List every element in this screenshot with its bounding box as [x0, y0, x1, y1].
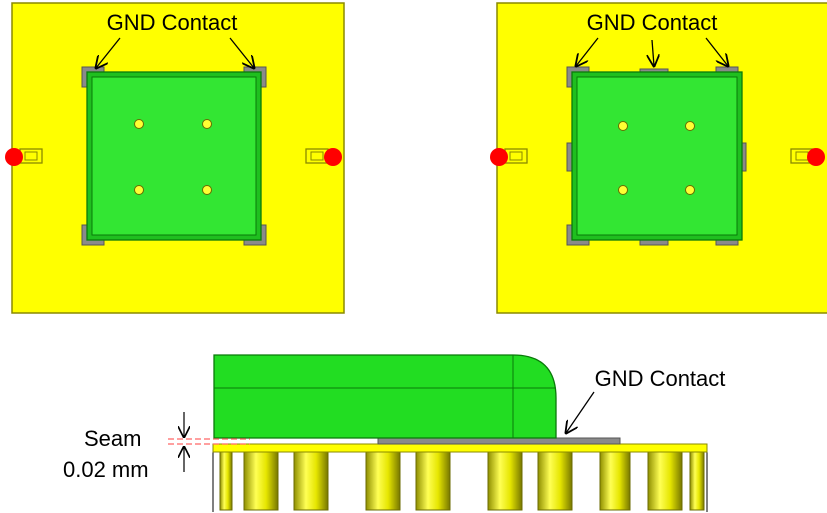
port-right	[790, 148, 825, 166]
gnd-contact-label: GND Contact	[107, 10, 238, 35]
via-pillar	[599, 451, 631, 511]
callout-arrow	[705, 37, 728, 66]
via	[618, 121, 628, 131]
port-marker	[324, 148, 342, 166]
side-view: Seam 0.02 mm GND Contact	[63, 354, 726, 512]
callout-arrow	[566, 391, 595, 433]
via-pillar	[293, 451, 329, 511]
port-right	[305, 148, 342, 166]
via-pillar	[647, 451, 683, 511]
via	[618, 185, 628, 195]
callout-arrow	[576, 37, 599, 66]
vias	[134, 119, 212, 195]
vias	[618, 121, 695, 195]
pcb-top-layer	[212, 443, 708, 453]
via	[685, 185, 695, 195]
via	[134, 119, 144, 129]
top-view-right: GND Contact	[490, 2, 827, 314]
via	[134, 185, 144, 195]
shield-can-top	[576, 76, 738, 236]
via-pillar	[689, 451, 705, 511]
via-pillar	[365, 451, 401, 511]
via-pillars	[219, 451, 705, 511]
gnd-contact-label: GND Contact	[587, 10, 718, 35]
via	[202, 119, 212, 129]
top-view-left: GND Contact	[5, 2, 345, 314]
via-pillar	[219, 451, 233, 511]
seam-label: Seam	[84, 426, 141, 451]
gnd-contact-pad	[377, 437, 621, 445]
shield-can-top	[91, 76, 257, 236]
via-pillar	[537, 451, 573, 511]
via-pillar	[487, 451, 523, 511]
via	[685, 121, 695, 131]
port-left	[490, 148, 528, 166]
callout-arrow	[96, 37, 121, 68]
callout-arrow	[229, 37, 254, 68]
gnd-contact-label: GND Contact	[595, 366, 726, 391]
shield-can-side	[213, 354, 557, 439]
via	[202, 185, 212, 195]
port-marker	[490, 148, 508, 166]
port-left	[5, 148, 43, 166]
port-marker	[807, 148, 825, 166]
port-marker	[5, 148, 23, 166]
gap-label: 0.02 mm	[63, 457, 149, 482]
callout-arrow	[652, 39, 654, 66]
via-pillar	[415, 451, 451, 511]
via-pillar	[243, 451, 279, 511]
